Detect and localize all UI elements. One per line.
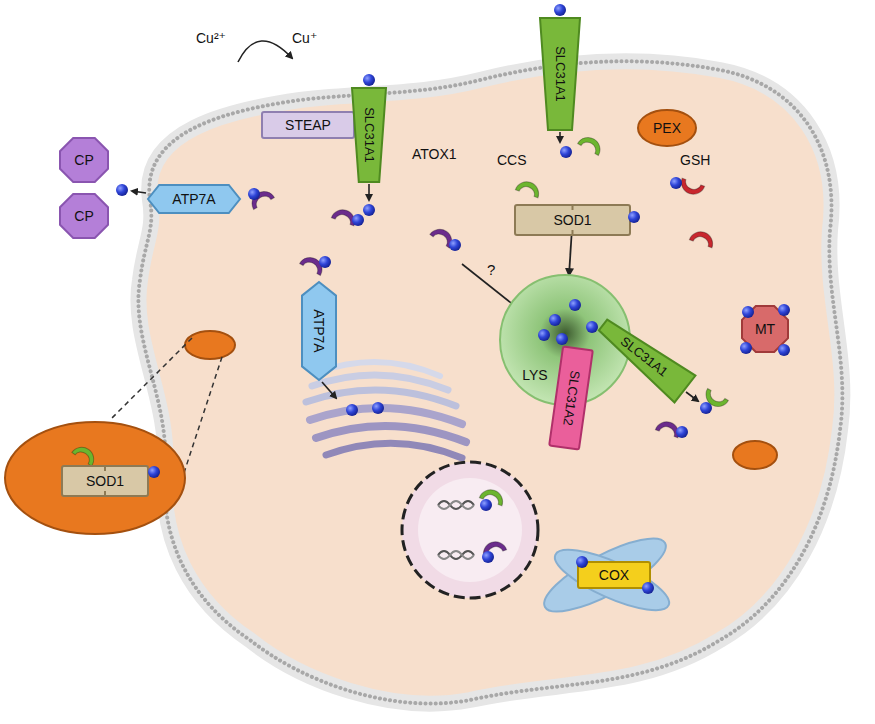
node-label: STEAP — [285, 117, 331, 133]
atpase-pump: ATP7A — [302, 282, 336, 380]
annotation-label: Cu⁺ — [292, 30, 317, 46]
copper-ion — [586, 321, 598, 333]
node-outline — [540, 18, 580, 130]
copper-ion — [538, 329, 550, 341]
enzyme-box: COX — [578, 562, 650, 588]
annotation-label: GSH — [680, 152, 710, 168]
golgi — [306, 362, 466, 458]
copper-ion — [642, 582, 654, 594]
copper-ion — [778, 304, 790, 316]
node-label: COX — [599, 567, 629, 583]
node-label: ATP7A — [172, 191, 215, 207]
node-label: LYS — [522, 367, 547, 383]
node-outline — [62, 466, 148, 496]
node-outline — [352, 88, 386, 182]
copper-ion — [549, 314, 561, 326]
reductase-box: STEAP — [262, 112, 354, 138]
annotation-label: ATOX1 — [412, 146, 457, 162]
plasma-protein: CP — [60, 194, 108, 238]
copper-ion — [742, 306, 754, 318]
node-outline — [302, 282, 336, 380]
mitochondria — [536, 525, 676, 624]
copper-ion — [556, 333, 568, 345]
cell-body — [138, 61, 842, 703]
annotation-label: CCS — [497, 152, 527, 168]
node-label: SLC31A1 — [361, 107, 377, 163]
annotation-label: ? — [487, 262, 495, 278]
connector-arrow — [569, 235, 572, 275]
node-outline — [549, 346, 593, 449]
divider-tick — [572, 230, 574, 235]
copper-ion — [576, 556, 588, 568]
annotation-label: Cu²⁺ — [196, 30, 226, 46]
nucleus — [402, 462, 538, 598]
vesicles — [5, 331, 777, 534]
node-outline — [578, 562, 650, 588]
atpase-pump: ATP7A — [148, 185, 240, 213]
node-outline — [262, 112, 354, 138]
node-label: CP — [74, 208, 93, 224]
organelle: PEX — [638, 110, 696, 146]
node-label: ATP7A — [311, 309, 327, 352]
node-outline — [60, 138, 108, 182]
copper-ion — [628, 211, 640, 223]
node-outline — [593, 312, 696, 403]
divider-tick — [572, 205, 574, 210]
enzyme-box: SOD1 — [62, 466, 148, 496]
node-label: SOD1 — [86, 473, 124, 489]
node-outline — [515, 205, 630, 235]
transporter: SLC31A1 — [540, 18, 580, 130]
copper-ion — [740, 342, 752, 354]
enzyme-box: SOD1 — [515, 205, 630, 235]
node-label: SLC31A1 — [552, 46, 568, 102]
copper-ion — [569, 299, 581, 311]
copper-ion — [778, 344, 790, 356]
node-outline — [148, 185, 240, 213]
metallothionein: MT — [742, 306, 788, 352]
copper-flow — [116, 4, 728, 438]
plasma-protein: CP — [60, 138, 108, 182]
node-outline — [60, 194, 108, 238]
transporter: SLC31A1 — [352, 88, 386, 182]
node-label: CP — [74, 152, 93, 168]
copper-ion — [148, 466, 160, 478]
node-label: SOD1 — [553, 212, 591, 228]
node-label: MT — [755, 321, 775, 337]
node-label: PEX — [653, 120, 681, 136]
node-outline — [638, 110, 696, 146]
divider-tick — [104, 491, 106, 496]
divider-tick — [104, 466, 106, 471]
